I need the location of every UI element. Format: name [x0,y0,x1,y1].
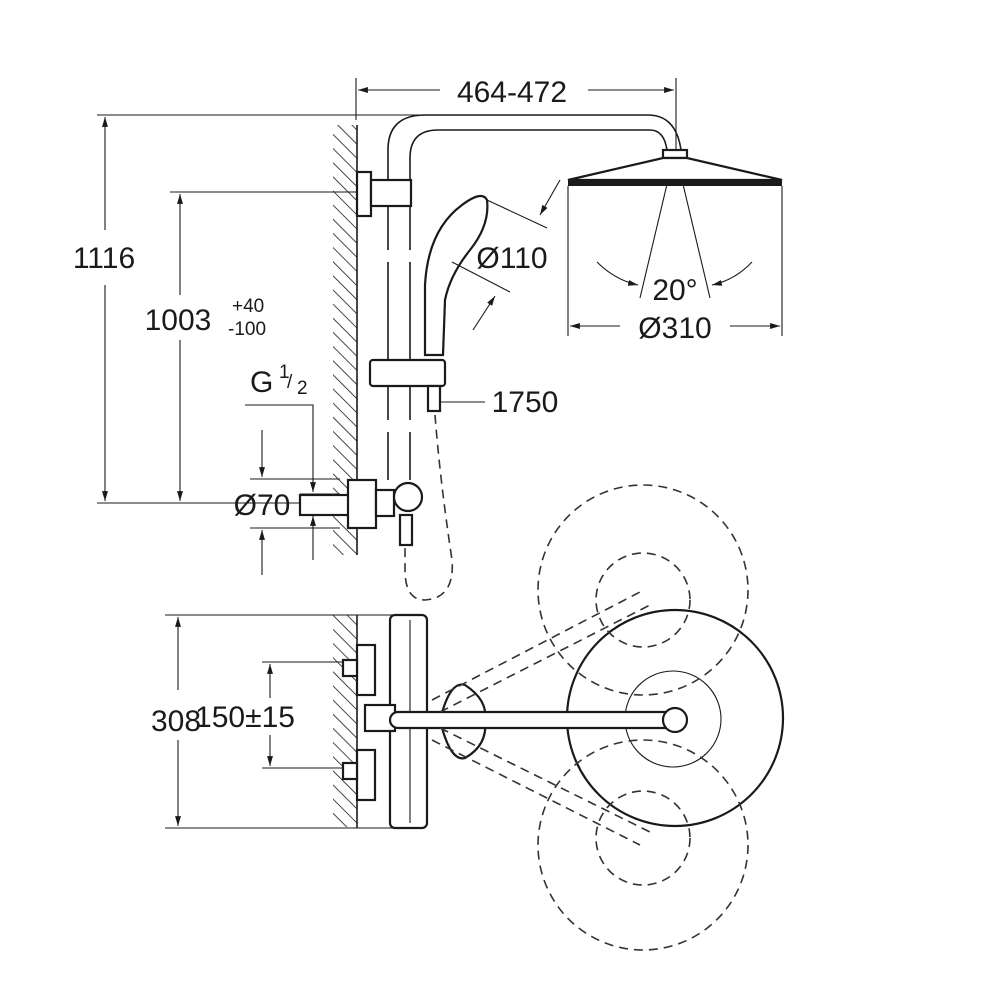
wall-top-view [333,615,358,828]
head-shower-dia-label: Ø310 [638,312,711,345]
rail-tolerance-minus: -100 [228,319,266,340]
thermostat-top-view [341,484,785,951]
centers-dimension: 150±15 [195,661,345,769]
total-height-label: 1116 [73,242,135,275]
thread-numerator: 1 [279,362,290,383]
shower-riser [355,114,682,480]
slider-and-hose: 1750 [368,358,559,601]
thermostat-height-dimension: 308 [151,614,420,829]
thermostat-side-view [298,478,424,547]
rail-tolerance-plus: +40 [232,296,264,317]
thermostat-height-label: 308 [151,705,201,738]
head-shower: 20° Ø310 [567,148,783,345]
thread-denominator: 2 [297,378,308,399]
thread-label: G [250,366,273,399]
hose-length-label: 1750 [492,386,559,419]
rail-height-dimension: 1003 +40 -100 [145,191,362,501]
hand-shower: Ø110 [423,179,561,357]
escutcheon-dia-label: Ø70 [234,489,291,522]
svg-text:/: / [287,372,293,393]
hand-shower-dia-label: Ø110 [476,242,547,275]
rail-height-label: 1003 [145,304,212,337]
connection-dimension: G 1 / 2 Ø70 [234,362,340,575]
total-height-dimension: 1116 [73,114,420,504]
centers-label: 150±15 [195,701,295,734]
arm-length-label: 464-472 [457,76,567,109]
spray-angle-label: 20° [652,274,697,307]
arm-length-dimension: 464-472 [355,76,677,150]
